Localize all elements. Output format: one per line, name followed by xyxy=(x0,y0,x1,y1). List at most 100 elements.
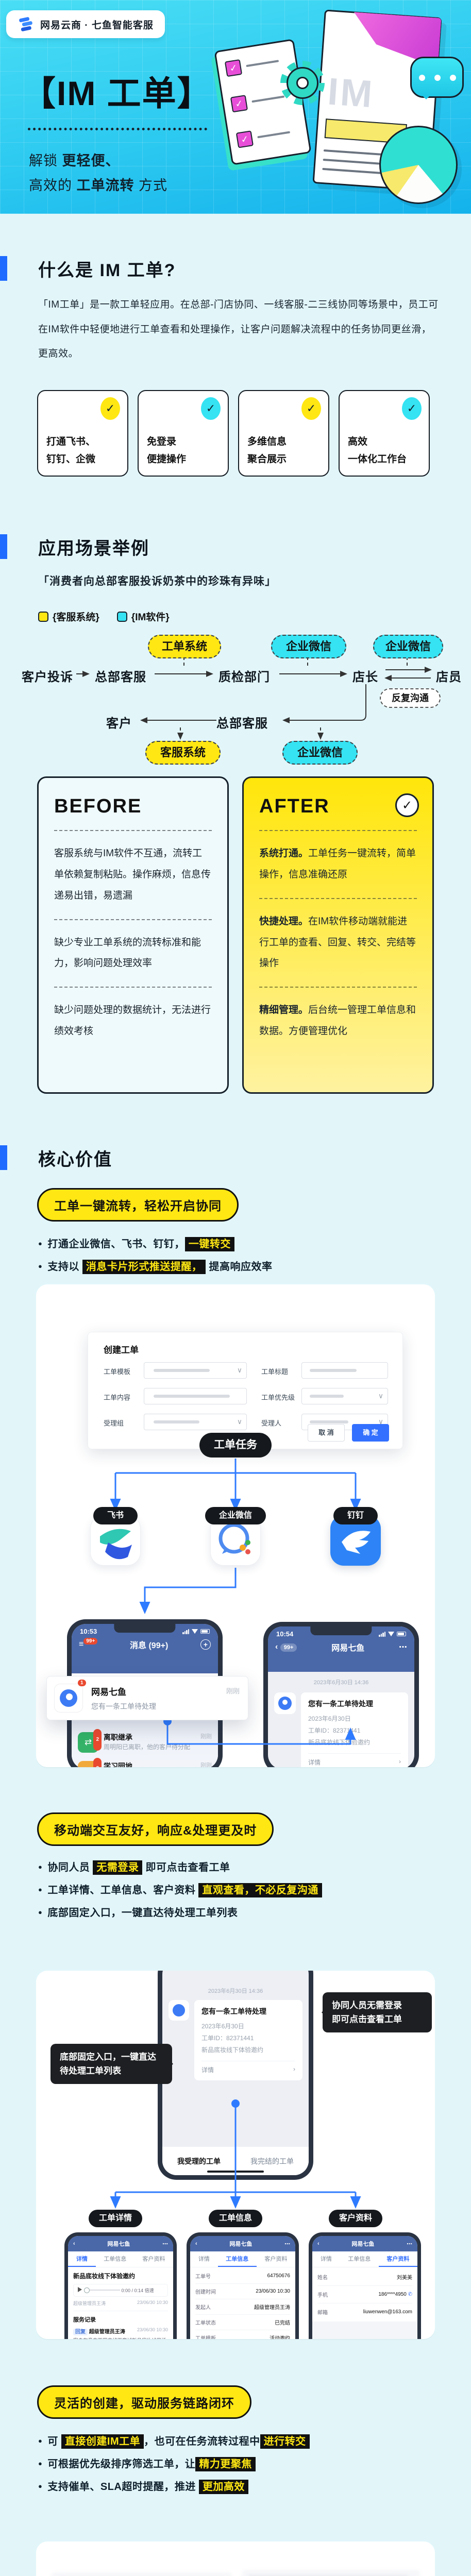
feature-card: ✓ 多维信息聚合展示 xyxy=(238,390,329,477)
create-ticket-modal: 创建工单 工单模板 ∨ 工单标题 工单内容 工单优先级 ∨ 受理组 ∨ 受理人 … xyxy=(88,1332,403,1449)
qiyu-whale-icon xyxy=(54,1684,83,1713)
phone-call-icon: ✆ xyxy=(408,2292,412,2297)
tab-detail[interactable]: 详情 xyxy=(320,2256,332,2262)
heading-accent-bar xyxy=(0,256,7,281)
cyan-swatch-icon xyxy=(116,612,127,622)
notification-text: 您有一条工单待处理 xyxy=(91,1702,156,1710)
bullet: ●协同人员 无需登录 即可点击查看工单 xyxy=(38,1859,230,1875)
tooltip-no-login: 协同人员无需登录即可点击查看工单 xyxy=(322,1992,432,2033)
subsection-pill-2: 移动端交互友好，响应&处理更及时 xyxy=(37,1812,274,1846)
flow-badge-repeat-communication: 反复沟通 xyxy=(380,688,441,708)
netease-yunshang-logo-icon xyxy=(19,17,32,31)
core-heading: 核心价值 xyxy=(38,1150,112,1170)
blurred-screenshot xyxy=(242,2570,420,2576)
feishu-icon xyxy=(100,1529,132,1560)
pie-chart-illustration xyxy=(379,126,458,204)
tab-ticket-info[interactable]: 工单信息 xyxy=(348,2256,371,2262)
cancel-button[interactable]: 取 消 xyxy=(308,1424,345,1442)
ticket-template-select[interactable]: ∨ xyxy=(144,1362,247,1379)
flow-arrows xyxy=(76,650,432,740)
ticket-priority-select[interactable]: ∨ xyxy=(301,1388,388,1404)
detail-link[interactable]: 详情 xyxy=(201,2066,214,2074)
before-item: 客服系统与IM软件不互通，流转工单依赖复制粘贴。操作麻烦，信息传递易出错，易遗漏 xyxy=(54,848,211,901)
after-item: 快捷处理。在IM软件移动端就能进行工单的查看、回复、转交、完结等操作 xyxy=(259,916,416,969)
flow-node: 客户 xyxy=(106,717,132,731)
tab-customer[interactable]: 客户资料 xyxy=(142,2256,165,2262)
feature-card: ✓ 打通飞书、钉钉、企微 xyxy=(37,390,128,477)
after-item: 系统打通。工单任务一键流转，简单操作，信息准确还原 xyxy=(259,848,416,880)
feature-card: ✓ 高效一体化工作台 xyxy=(339,390,430,477)
tab-my-tickets[interactable]: 我受理的工单 xyxy=(177,2157,221,2165)
subsection-pill-1: 工单一键流转，轻松开启协同 xyxy=(37,1188,239,1222)
card-flexible-create: 转交工单 受理方 ∨ 受理人 ∨ 备注 取 消 确 定 创建工单 工单模板 ∨ … xyxy=(36,2541,435,2576)
tab-ticket-info[interactable]: 工单信息 xyxy=(217,2251,257,2267)
add-icon[interactable]: + xyxy=(200,1639,211,1650)
phone-nav-title: 网易七鱼 xyxy=(331,1644,365,1653)
bullet: ●底部固定入口，一键直达待处理工单列表 xyxy=(38,1907,238,1919)
list-item[interactable]: ⇄2 离职继承周明阳已离职，他的客户待分配 刚刚 xyxy=(72,1728,218,1757)
tab-detail[interactable]: 详情 xyxy=(68,2251,96,2267)
phone-time: 10:53 xyxy=(80,1628,97,1635)
heading-accent-bar xyxy=(0,534,7,559)
flow-pill-ticket-system: 工单系统 xyxy=(148,635,221,658)
gear-icon xyxy=(280,61,325,105)
list-item[interactable]: ★2 学习园地直播预约｜打开思路，获客还能这么做 刚刚 xyxy=(72,1757,218,1767)
tab-detail[interactable]: 详情 xyxy=(198,2256,210,2262)
flow-pill-cs-system: 客服系统 xyxy=(145,741,221,765)
scenario-heading: 应用场景举例 xyxy=(38,539,149,558)
phone-qiyu-chat: 10:54 ‹ 99+ 网易七鱼 ⋯ 2023年6月30日 14:36 您有一条… xyxy=(263,1622,419,1767)
feature-card: ✓ 免登录便捷操作 xyxy=(138,390,229,477)
ticket-title-input[interactable] xyxy=(301,1362,388,1379)
scenario-flow-diagram: 工单系统 企业微信 企业微信 客户投诉 总部客服 质检部门 店长 店员 反复沟通… xyxy=(0,635,471,773)
push-notification-card[interactable]: 1 网易七鱼 刚刚 您有一条工单待处理 xyxy=(46,1676,248,1720)
more-icon[interactable]: ⋯ xyxy=(399,1643,407,1652)
phone-detail-tab: ‹网易七鱼⋯ 详情 工单信息 客户资料 新品底妆线下体验邀约 0:00 / 0:… xyxy=(64,2232,177,2339)
flow-pill-wecom: 企业微信 xyxy=(282,741,358,765)
blurred-screenshot xyxy=(52,2572,232,2576)
notification-badge: 1 xyxy=(78,1680,86,1686)
menu-icon[interactable]: ≡99+ xyxy=(79,1638,98,1649)
hero-subtitle-line2: 高效的 工单流转 方式 xyxy=(29,178,168,193)
flow-node: 总部客服 xyxy=(216,717,268,731)
planet-icon: ★2 xyxy=(78,1758,102,1767)
hero-divider xyxy=(28,128,207,130)
before-title: BEFORE xyxy=(54,795,142,817)
brand-text: 网易云商 · 七鱼智能客服 xyxy=(40,20,154,31)
before-item: 缺少问题处理的数据统计，无法进行绩效考核 xyxy=(54,1005,211,1037)
qiyu-whale-icon xyxy=(274,1692,296,1714)
check-circle-icon: ✓ xyxy=(301,397,321,420)
before-item: 缺少专业工单系统的流转标准和能力，影响问题处理效率 xyxy=(54,937,201,969)
tab-customer[interactable]: 客户资料 xyxy=(264,2256,288,2262)
chat-bubble-icon xyxy=(410,57,464,99)
flow-node: 质检部门 xyxy=(218,670,270,684)
handler-group-select[interactable]: ∨ xyxy=(144,1414,247,1430)
card-flow-to-apps: 创建工单 工单模板 ∨ 工单标题 工单内容 工单优先级 ∨ 受理组 ∨ 受理人 … xyxy=(36,1284,435,1767)
bullet: ●支持以 消息卡片形式推送提醒， 提高响应效率 xyxy=(38,1258,272,1274)
im-watermark: IM xyxy=(326,70,376,116)
tab-my-finished[interactable]: 我完结的工单 xyxy=(250,2157,294,2165)
phone-ticket-notification: 2023年6月30日 14:36 您有一条工单待处理 2023年6月30日工单I… xyxy=(158,1971,313,2180)
before-card: BEFORE 客服系统与IM软件不互通，流转工单依赖复制粘贴。操作麻烦，信息传递… xyxy=(37,776,229,1094)
ticket-content-input[interactable] xyxy=(144,1388,247,1404)
hero-title: 【IM 工单】 xyxy=(22,74,212,112)
confirm-button[interactable]: 确 定 xyxy=(352,1424,389,1442)
wecom-icon xyxy=(218,1523,250,1554)
chat-date: 2023年6月30日 14:36 xyxy=(208,1988,263,1994)
tab-ticket-info[interactable]: 工单信息 xyxy=(104,2256,127,2262)
flow-node: 总部客服 xyxy=(95,670,146,684)
tab-customer[interactable]: 客户资料 xyxy=(378,2251,417,2267)
check-circle-icon: ✓ xyxy=(395,793,419,817)
detail-link[interactable]: 详情 xyxy=(308,1759,321,1767)
home-indicator xyxy=(207,2171,264,2173)
after-item: 精细管理。后台统一管理工单信息和数据。方便管理优化 xyxy=(259,1005,416,1037)
scenario-quote: 「消费者向总部客服投诉奶茶中的珍珠有异味」 xyxy=(38,575,276,587)
phone-time: 10:54 xyxy=(276,1630,294,1638)
modal-title: 创建工单 xyxy=(104,1345,139,1355)
back-icon[interactable]: ‹ 99+ xyxy=(275,1642,297,1652)
app-label-pill: 企业微信 xyxy=(205,1507,266,1524)
